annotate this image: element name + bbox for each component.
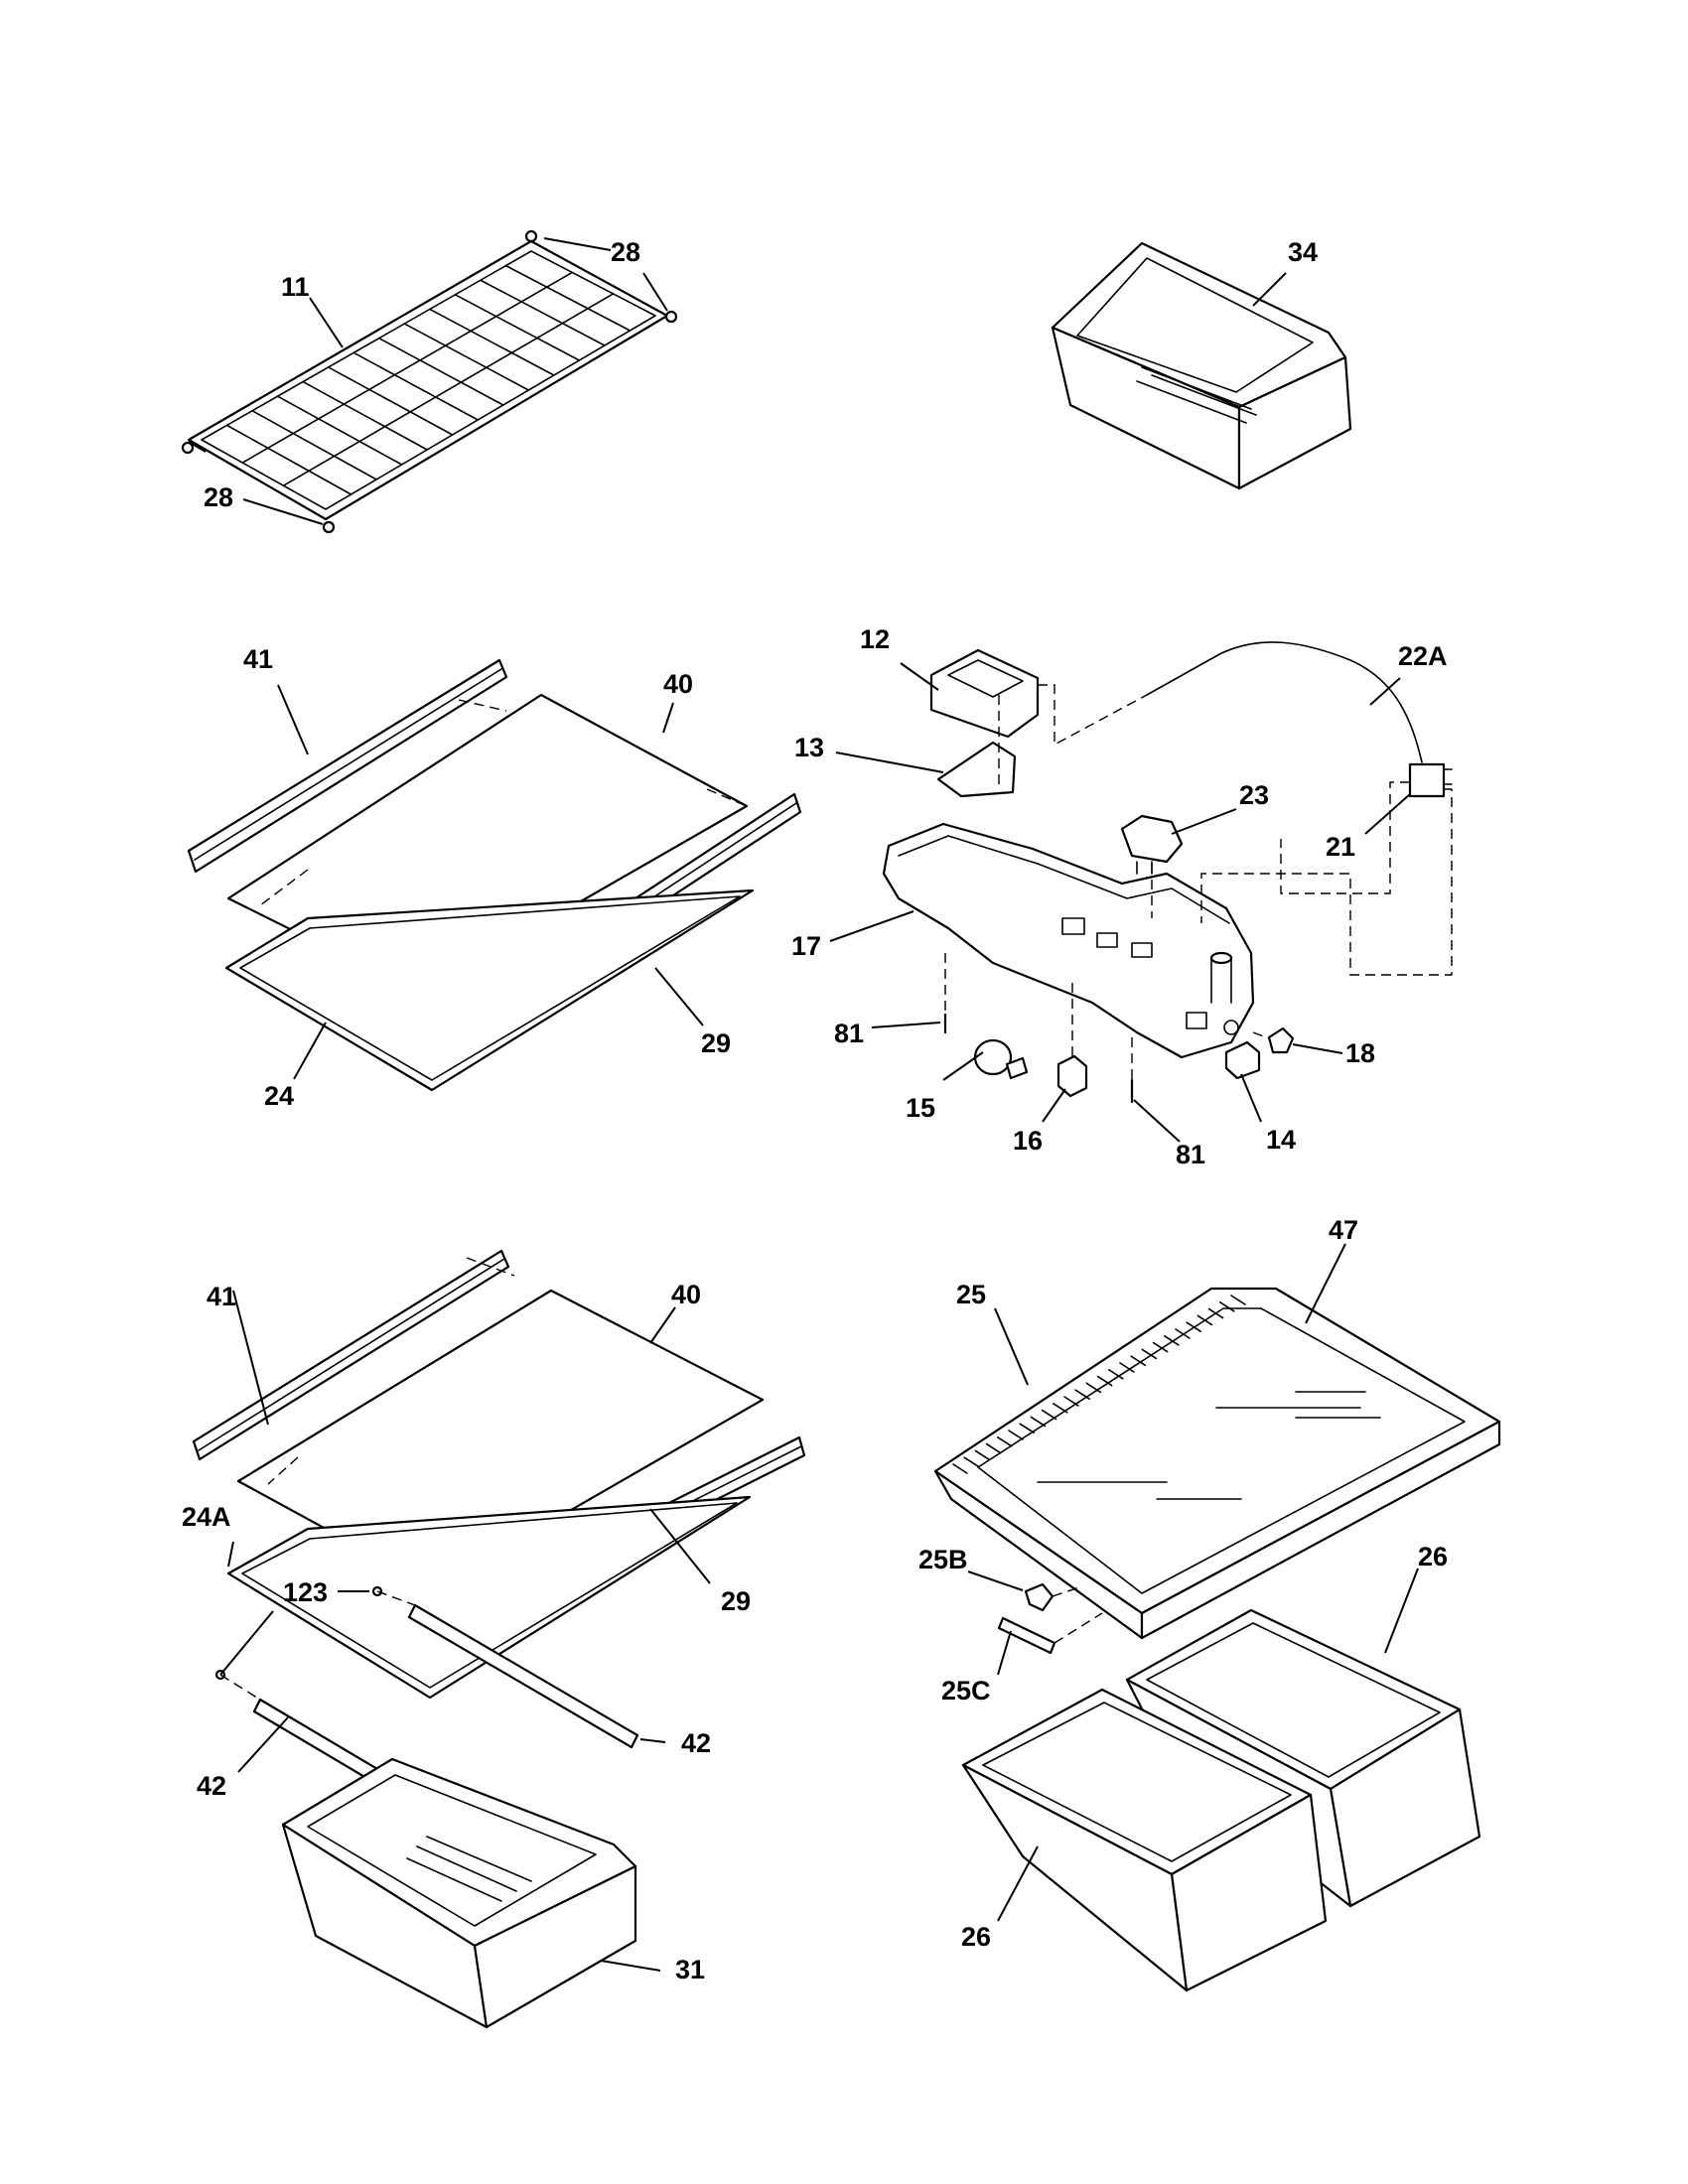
crisper-cover-and-pans (933, 1287, 1501, 1992)
label-15: 15 (906, 1093, 935, 1123)
label-23: 23 (1239, 780, 1269, 810)
label-17: 17 (791, 931, 821, 961)
label-28-bottom: 28 (204, 482, 233, 512)
label-81-left: 81 (834, 1019, 864, 1048)
label-29-upper: 29 (701, 1028, 731, 1058)
label-42-left: 42 (197, 1771, 226, 1801)
control-housing-assembly (882, 641, 1453, 1104)
label-47: 47 (1329, 1215, 1358, 1245)
label-81-right: 81 (1176, 1140, 1205, 1169)
label-123: 123 (283, 1577, 328, 1607)
upper-crisper-pan (1051, 241, 1352, 490)
label-28-top: 28 (611, 237, 640, 267)
label-31: 31 (675, 1955, 705, 1984)
label-41-upper: 41 (243, 644, 273, 674)
label-25: 25 (956, 1280, 986, 1309)
part-labels: 11 28 28 34 41 40 29 24 12 13 17 81 15 1… (182, 237, 1448, 1984)
label-13: 13 (794, 733, 824, 762)
label-16: 16 (1013, 1126, 1043, 1156)
label-34: 34 (1288, 237, 1318, 267)
label-26-right: 26 (1418, 1542, 1448, 1571)
upper-glass-shelf (187, 658, 802, 1092)
label-41-lower: 41 (207, 1282, 236, 1311)
label-14: 14 (1266, 1125, 1296, 1155)
label-26-left: 26 (961, 1922, 991, 1952)
label-24a: 24A (182, 1502, 231, 1532)
label-25b: 25B (918, 1545, 968, 1574)
label-21: 21 (1326, 832, 1355, 862)
label-22a: 22A (1398, 641, 1448, 671)
label-11: 11 (281, 272, 310, 302)
label-18: 18 (1345, 1038, 1375, 1068)
label-29-lower: 29 (721, 1586, 751, 1616)
label-12: 12 (860, 624, 890, 654)
wire-shelf (181, 229, 678, 534)
label-42-right: 42 (681, 1728, 711, 1758)
leader-lines (188, 237, 1419, 1972)
lower-glass-shelf (192, 1249, 806, 2029)
label-25c: 25C (941, 1676, 991, 1706)
label-40-lower: 40 (671, 1280, 701, 1309)
label-40-upper: 40 (663, 669, 693, 699)
label-24: 24 (264, 1081, 294, 1111)
